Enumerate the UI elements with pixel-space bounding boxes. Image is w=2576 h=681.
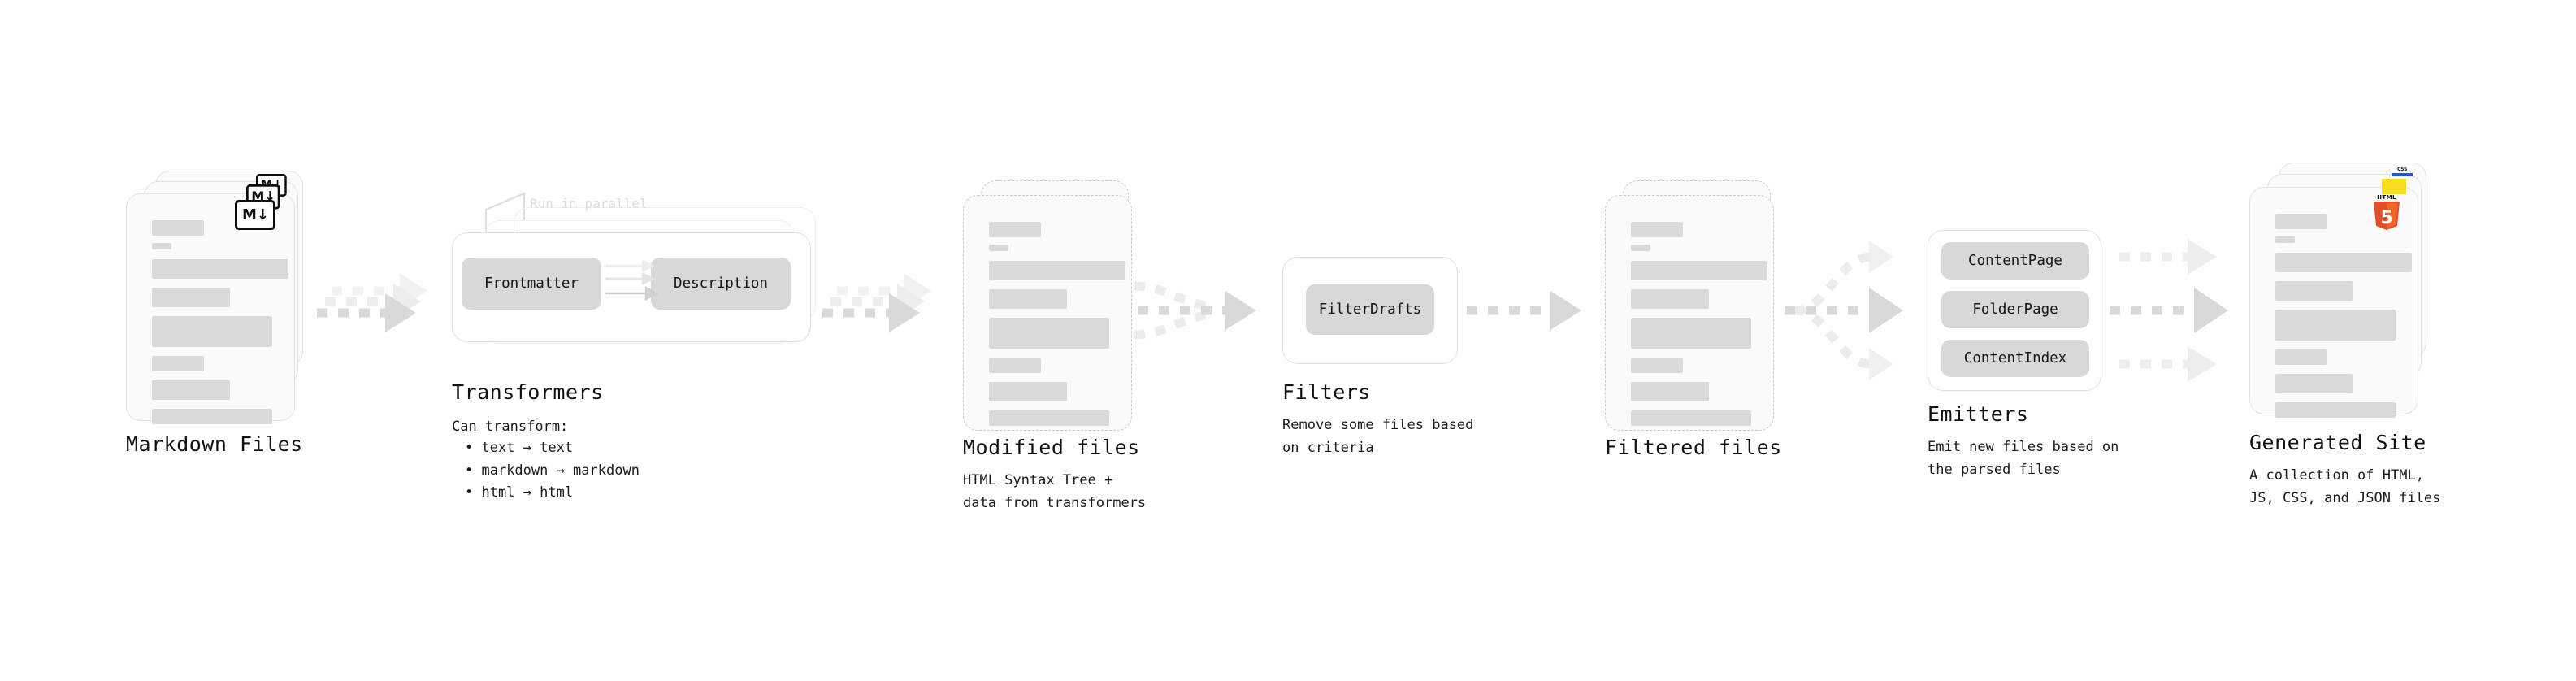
transformers-group: Frontmatter Description Run in parallel [452,196,834,362]
arrow-transformers-to-modified [822,273,931,332]
transformers-caption: Can transform: [452,419,569,435]
modified-skeleton-bars [989,222,1125,433]
markdown-doc-front [126,193,295,424]
filters-title: Filters [1282,380,1371,404]
transformers-bullets: • text → text • markdown → markdown • ht… [452,437,640,505]
html5-shield: 5 [2374,202,2400,230]
filtered-doc-front [1605,195,1774,431]
emitters-title: Emitters [1928,402,2029,426]
transformer-frame-front[interactable]: Frontmatter Description [452,232,811,342]
filtered-skeleton-bars [1631,222,1767,433]
javascript-icon [2382,179,2406,194]
transformer-pill-description[interactable]: Description [651,258,791,310]
html5-icon: HTML 5 [2371,195,2402,231]
filter-pill-filterdrafts[interactable]: FilterDrafts [1306,284,1434,335]
markdown-files-stack: M↓ M↓ M↓ [126,171,313,431]
transformers-bullet-1: • markdown → markdown [465,462,640,479]
site-skeleton-bars [2275,214,2412,425]
emitter-pill-contentpage[interactable]: ContentPage [1941,242,2089,280]
html5-icon-label: HTML [2377,194,2396,201]
modified-files-caption: HTML Syntax Tree + data from transformer… [963,472,1147,511]
arrow-markdown-to-transformers [317,273,427,332]
generated-site-title: Generated Site [2249,431,2426,454]
transformer-pill-frontmatter[interactable]: Frontmatter [462,258,601,310]
emitter-pill-folderpage[interactable]: FolderPage [1941,291,2089,328]
transformers-bullet-2: • html → html [465,484,574,501]
filtered-files-stack [1605,180,1792,440]
generated-site-stack: CSS HTML 5 [2249,163,2444,431]
markdown-icon: M↓ [235,200,275,230]
generated-site-caption: A collection of HTML, JS, CSS, and JSON … [2249,467,2441,506]
transformers-title: Transformers [452,380,604,404]
arrow-modified-to-filters [1134,281,1256,340]
markdown-skeleton-bars [152,220,288,432]
arrow-emitters-to-site [2110,239,2228,382]
modified-doc-front [963,195,1132,431]
emitter-pill-contentindex[interactable]: ContentIndex [1941,340,2089,377]
markdown-files-title: Markdown Files [126,432,303,456]
modified-files-title: Modified files [963,436,1140,459]
filtered-files-title: Filtered files [1605,436,1782,459]
css3-icon-bar [2392,173,2413,176]
css3-icon: CSS [2392,167,2413,176]
filters-caption: Remove some files based on criteria [1282,417,1474,456]
transformers-bullet-0: • text → text [465,440,574,456]
arrow-filtered-to-emitters [1785,241,1903,380]
css3-icon-label: CSS [2397,167,2407,172]
transformer-internal-arrows [605,259,659,301]
modified-files-stack [963,180,1150,440]
html5-digit: 5 [2380,208,2392,228]
run-in-parallel-label: Run in parallel [530,196,648,211]
filters-frame[interactable]: FilterDrafts [1282,257,1458,364]
arrow-filters-to-filtered [1467,291,1581,330]
emitters-caption: Emit new files based on the parsed files [1928,439,2119,478]
emitters-frame[interactable]: ContentPage FolderPage ContentIndex [1928,230,2101,391]
